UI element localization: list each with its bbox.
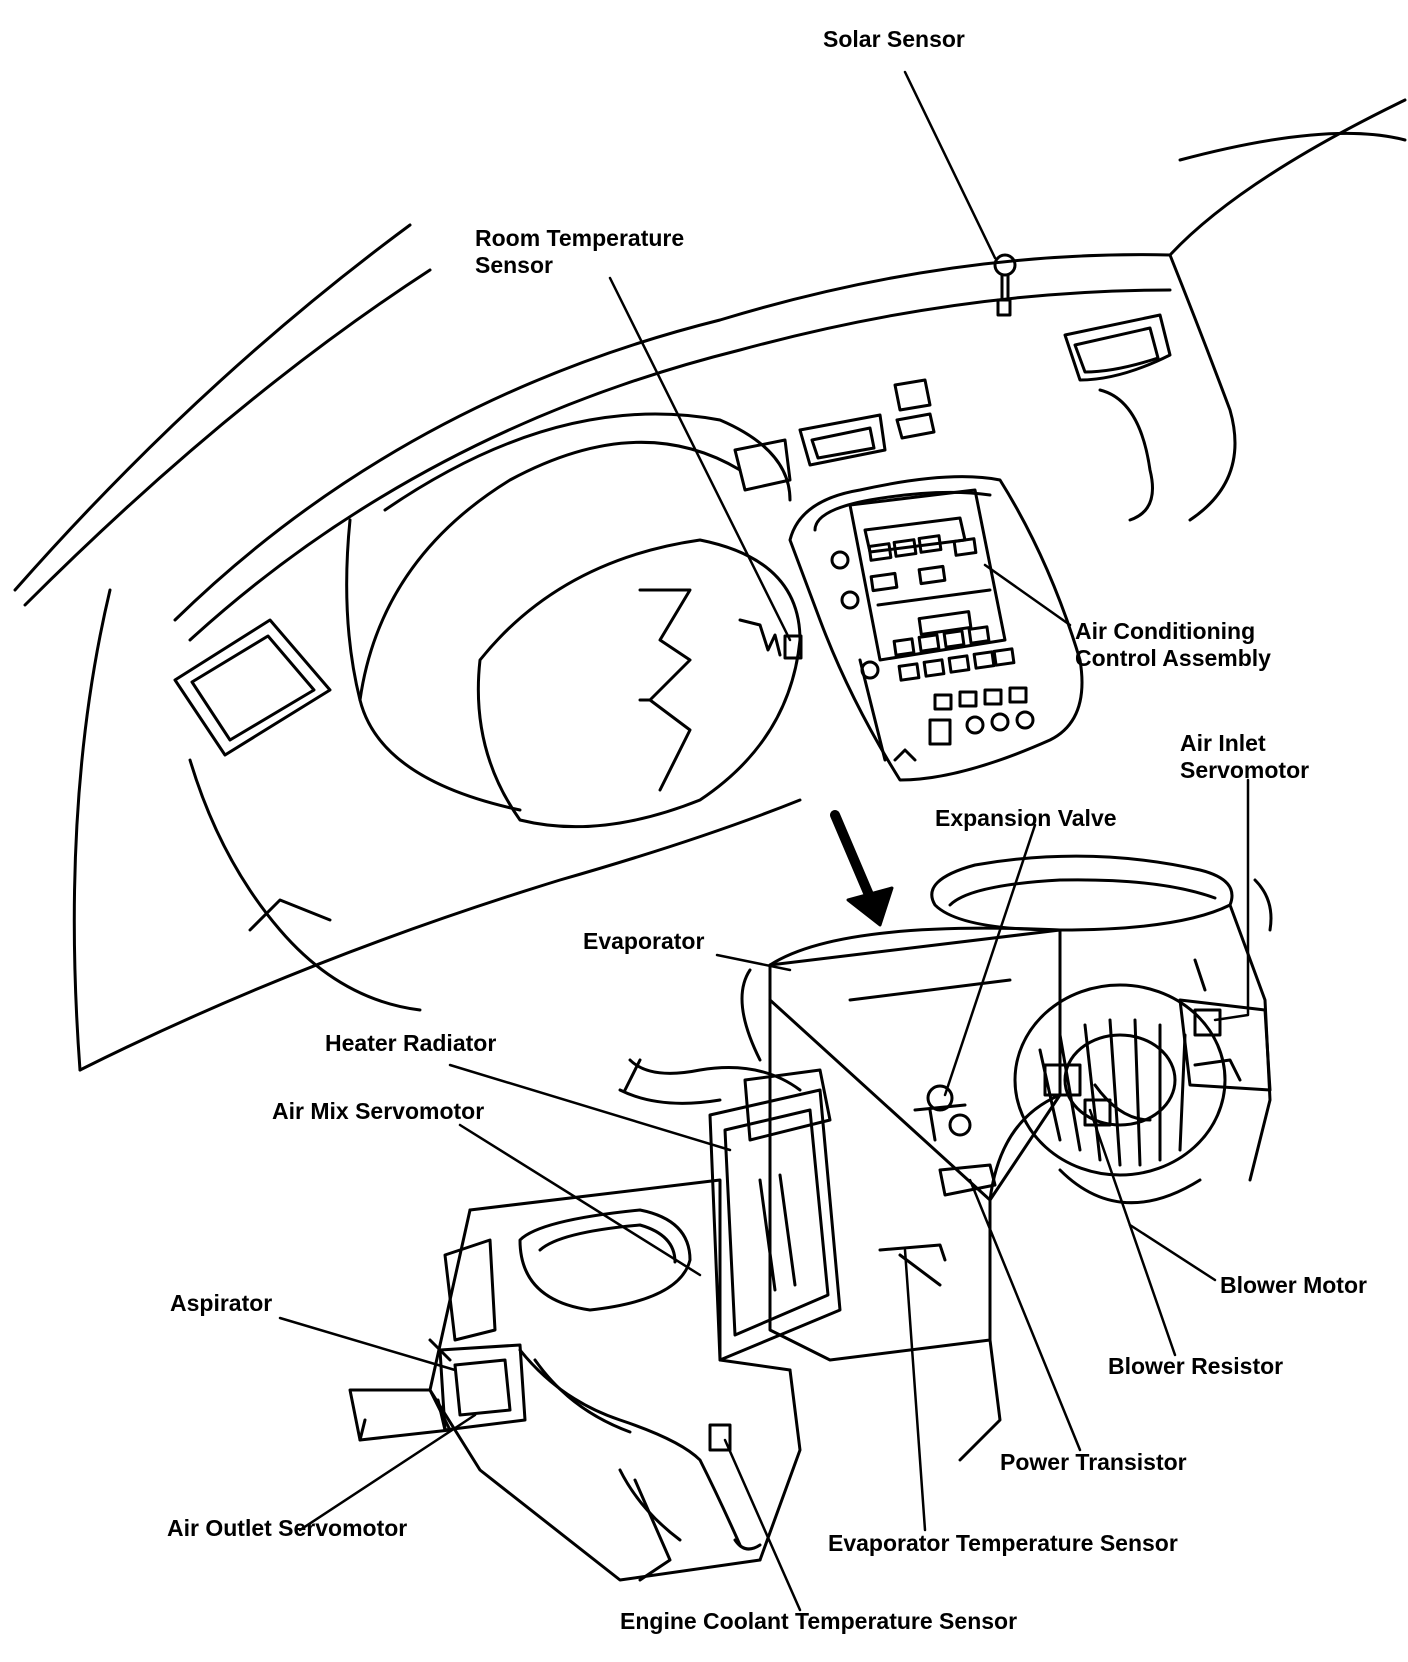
leader-evaporator-temp-sensor bbox=[903, 1248, 927, 1532]
label-power-transistor: Power Transistor bbox=[1000, 1449, 1187, 1475]
hvac-unit-drawing bbox=[348, 854, 1273, 1582]
leader-lines bbox=[278, 70, 1250, 1612]
label-evaporator: Evaporator bbox=[583, 928, 705, 954]
label-aspirator: Aspirator bbox=[170, 1290, 273, 1316]
label-ac-control-line2: Control Assembly bbox=[1075, 645, 1271, 671]
leader-air-inlet-servomotor bbox=[1213, 778, 1250, 1022]
label-solar-sensor: Solar Sensor bbox=[823, 26, 965, 52]
label-blower-resistor: Blower Resistor bbox=[1108, 1353, 1284, 1379]
label-air-mix-servomotor: Air Mix Servomotor bbox=[272, 1098, 485, 1124]
label-room-temperature-sensor-line2: Sensor bbox=[475, 252, 553, 278]
label-blower-motor: Blower Motor bbox=[1220, 1272, 1367, 1298]
label-room-temperature-sensor-line1: Room Temperature bbox=[475, 225, 685, 251]
label-heater-radiator: Heater Radiator bbox=[325, 1030, 497, 1056]
leader-engine-coolant-temp-sensor bbox=[723, 1438, 802, 1612]
label-evaporator-temperature-sensor: Evaporator Temperature Sensor bbox=[828, 1530, 1178, 1556]
leader-solar-sensor bbox=[903, 70, 997, 260]
label-ac-control-line1: Air Conditioning bbox=[1075, 618, 1256, 644]
leader-aspirator bbox=[278, 1316, 457, 1372]
leader-air-mix-servomotor bbox=[458, 1123, 702, 1277]
label-air-inlet-servomotor: Air Inlet Servomotor bbox=[1180, 730, 1309, 784]
leader-power-transistor bbox=[968, 1178, 1082, 1452]
label-air-outlet-servomotor: Air Outlet Servomotor bbox=[167, 1515, 408, 1541]
leader-room-temp-sensor bbox=[608, 276, 792, 642]
dashboard-drawing bbox=[13, 98, 1407, 1072]
label-air-inlet-line1: Air Inlet bbox=[1180, 730, 1266, 756]
leader-blower-resistor bbox=[1088, 1108, 1177, 1357]
leader-air-outlet-servomotor bbox=[298, 1413, 477, 1532]
direction-arrow bbox=[830, 810, 894, 927]
label-air-conditioning-control-assembly: Air Conditioning Control Assembly bbox=[1075, 618, 1271, 672]
leader-evaporator bbox=[715, 953, 792, 972]
label-room-temperature-sensor: Room Temperature Sensor bbox=[475, 225, 684, 279]
label-expansion-valve: Expansion Valve bbox=[935, 805, 1117, 831]
leader-blower-motor bbox=[1128, 1223, 1217, 1282]
label-air-inlet-line2: Servomotor bbox=[1180, 757, 1310, 783]
leader-ac-control bbox=[983, 563, 1072, 627]
leader-expansion-valve bbox=[943, 823, 1037, 1097]
leader-heater-radiator bbox=[448, 1063, 732, 1152]
label-engine-coolant-temperature-sensor: Engine Coolant Temperature Sensor bbox=[620, 1608, 1018, 1634]
